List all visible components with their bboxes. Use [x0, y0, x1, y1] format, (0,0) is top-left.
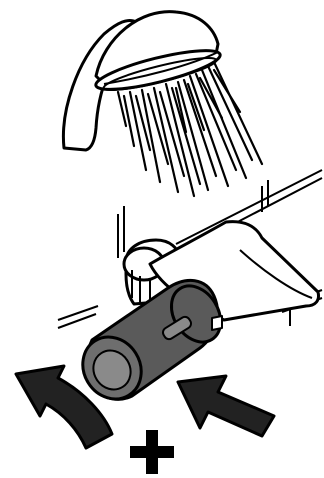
push-arrow-icon: [178, 376, 274, 436]
plus-icon: [130, 430, 174, 474]
